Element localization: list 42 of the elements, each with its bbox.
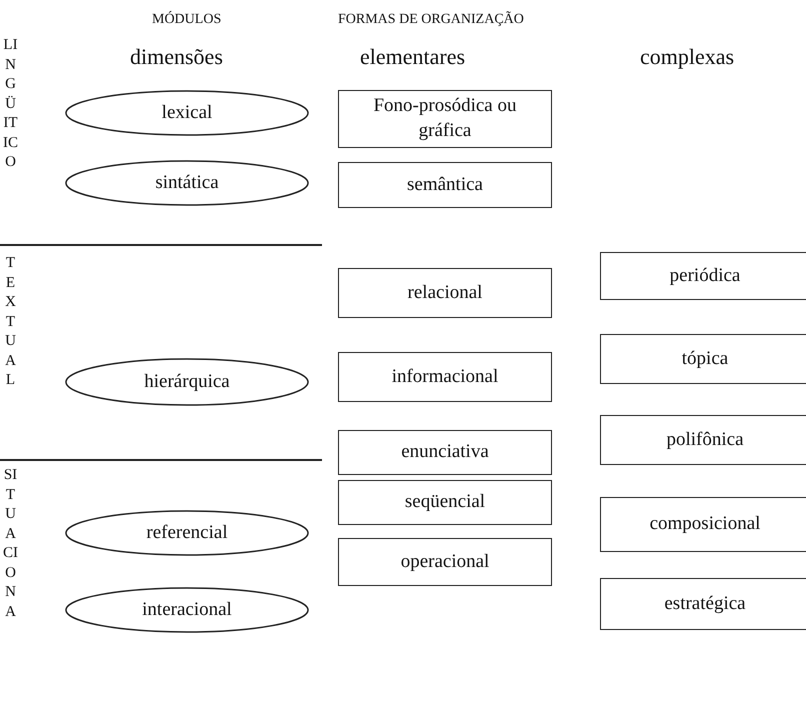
node-label: semântica [407, 172, 483, 197]
node-label: operacional [400, 550, 490, 574]
column-heading: MÓDULOS [152, 12, 222, 29]
category-box [600, 252, 806, 300]
vertical-module-label: TEXTUAL [4, 254, 17, 390]
vertical-module-label: SITUACIONA [3, 466, 18, 622]
node-label: relacional [408, 280, 482, 305]
dimension-ellipse [65, 358, 309, 406]
node-label: hierárquica [144, 370, 230, 394]
column-heading: complexas [640, 44, 734, 70]
node-label: estratégica [664, 592, 746, 616]
column-heading: elementares [360, 44, 466, 70]
node-label: sintática [155, 170, 219, 195]
node-label: lexical [162, 100, 212, 125]
node-label: referencial [146, 520, 228, 545]
node-label: periódica [670, 264, 740, 288]
vertical-module-label: LINGÜITICO [3, 36, 18, 172]
category-box [600, 334, 806, 384]
category-box [338, 90, 552, 148]
node-label: polifônica [666, 428, 744, 452]
node-label: Fono-prosódica ou gráfica [372, 94, 518, 143]
node-label: interacional [142, 598, 232, 622]
category-box [338, 352, 552, 402]
column-heading: dimensões [130, 44, 223, 70]
category-box [338, 268, 552, 318]
node-label: tópica [682, 346, 728, 371]
category-box [338, 430, 552, 475]
node-label: composicional [650, 512, 760, 536]
node-label: seqüencial [404, 490, 486, 514]
node-label: enunciativa [401, 440, 489, 464]
category-box [338, 162, 552, 208]
category-box [338, 538, 552, 586]
column-heading: FORMAS DE ORGANIZAÇÃO [338, 12, 524, 29]
category-box [600, 497, 806, 552]
category-box [338, 480, 552, 525]
dimension-ellipse [65, 587, 309, 633]
category-box [600, 578, 806, 630]
category-box [600, 415, 806, 465]
node-label: informacional [392, 364, 498, 389]
dimension-ellipse [65, 90, 309, 136]
dimension-ellipse [65, 160, 309, 206]
dimension-ellipse [65, 510, 309, 556]
